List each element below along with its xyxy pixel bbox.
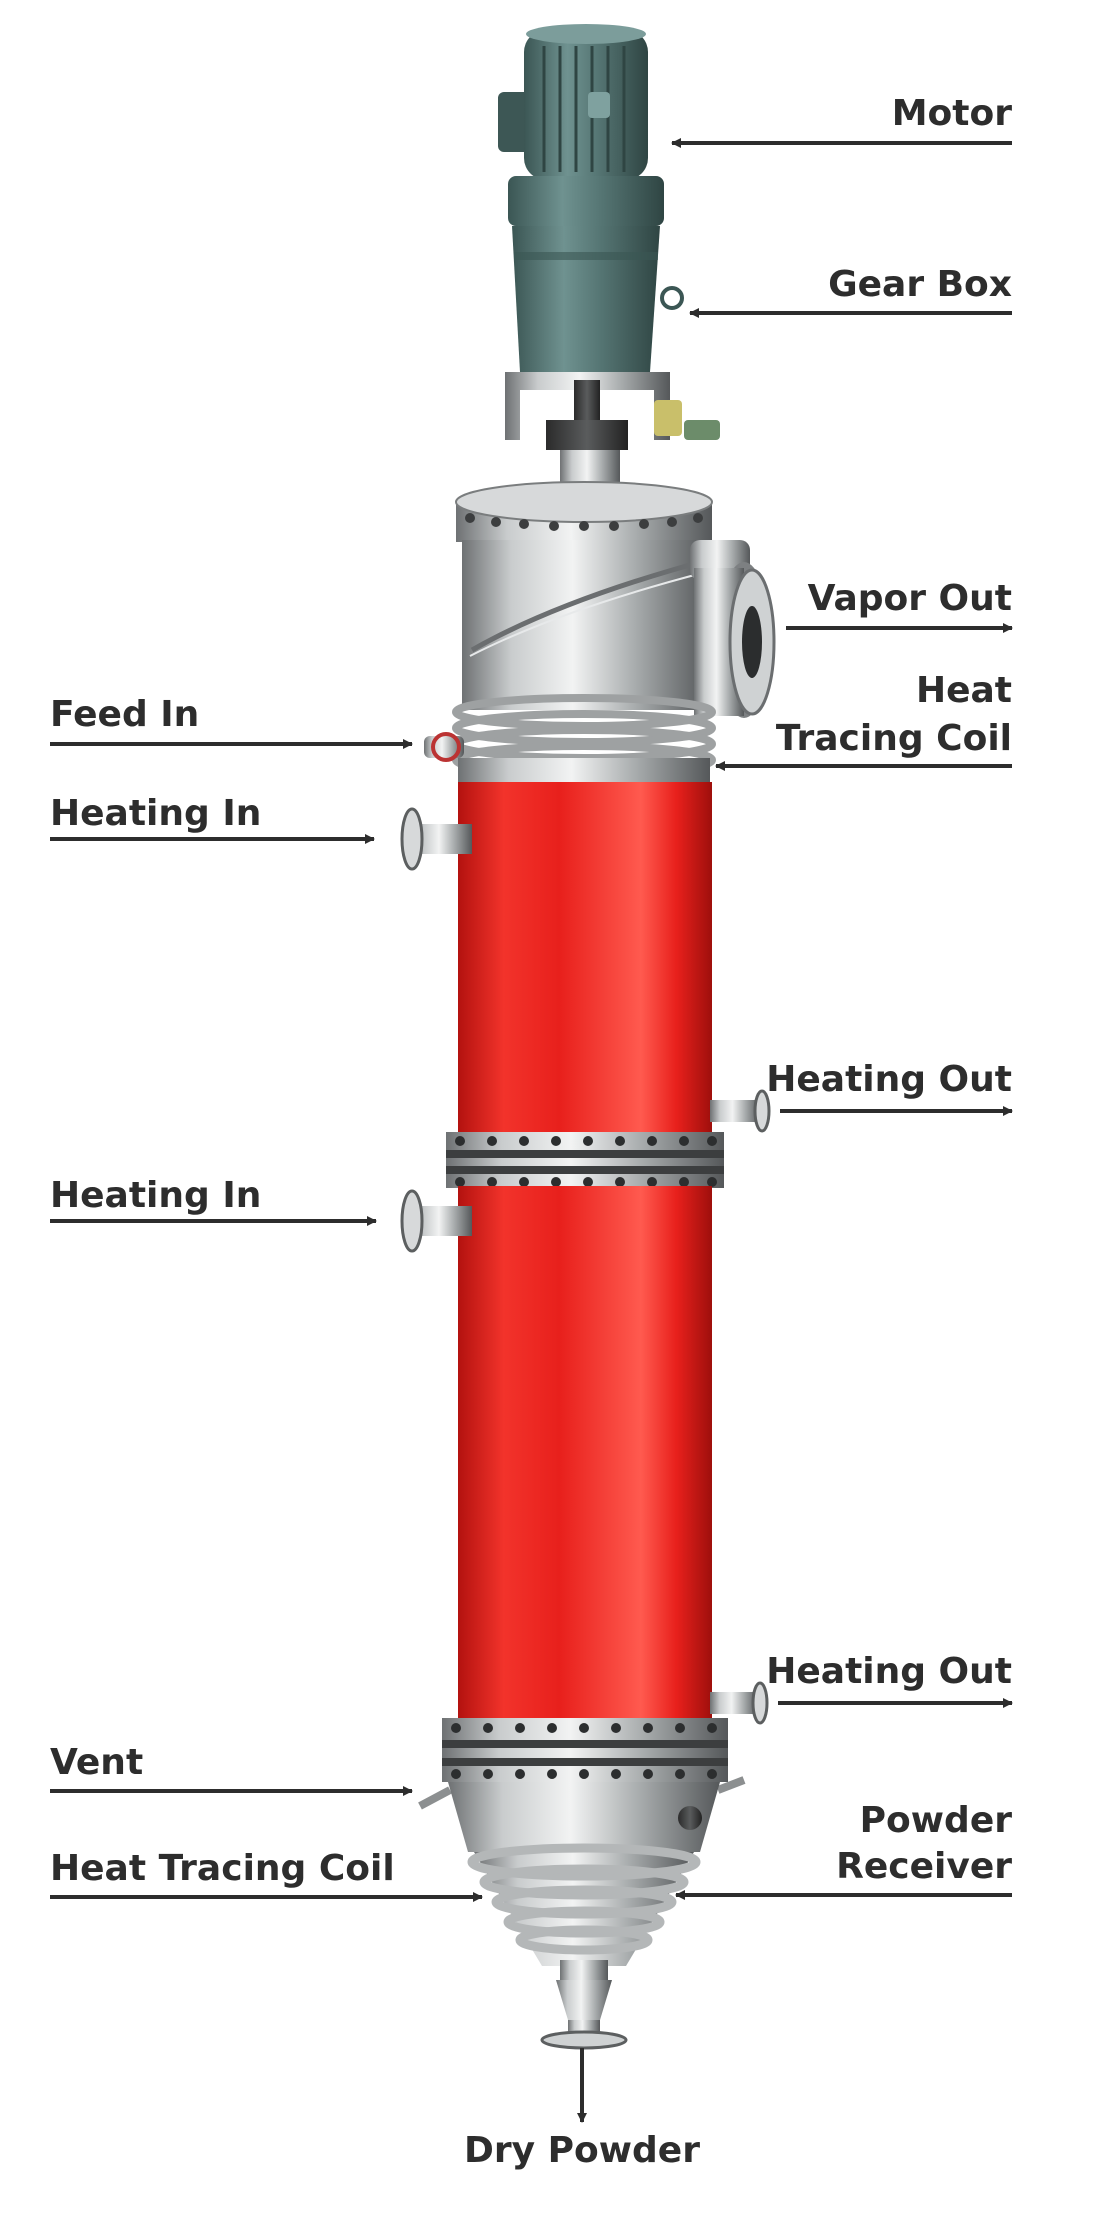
vapor-out-nozzle-illustration [690, 540, 776, 718]
label-heating-out-upper: Heating Out [766, 1059, 1012, 1100]
feed-in-nozzle-illustration [424, 732, 464, 762]
label-heat-tracing-coil-top-line2: Tracing Coil [776, 718, 1012, 759]
label-heat-tracing-coil-bottom: Heat Tracing Coil [50, 1848, 395, 1889]
upper-jacket-illustration [458, 782, 712, 1142]
vent-nozzle-illustration [418, 1776, 746, 1810]
heating-in-upper-nozzle-illustration [400, 807, 472, 871]
label-heating-in-upper: Heating In [50, 793, 261, 834]
motor-illustration [498, 24, 648, 180]
middle-flange-illustration [446, 1132, 724, 1188]
heating-in-lower-nozzle-illustration [400, 1189, 472, 1253]
coupling-illustration [505, 372, 720, 498]
upper-vessel-illustration [462, 540, 709, 710]
bottom-flange-illustration [442, 1718, 728, 1782]
label-heating-in-lower: Heating In [50, 1175, 261, 1216]
top-flange-illustration [455, 481, 713, 542]
label-vapor-out: Vapor Out [808, 578, 1012, 619]
label-vent: Vent [50, 1742, 143, 1783]
upper-band-illustration [458, 758, 710, 784]
discharge-outlet-illustration [540, 1960, 628, 2050]
label-motor: Motor [892, 93, 1012, 134]
leader-lines [50, 138, 1013, 2123]
heating-out-lower-nozzle-illustration [710, 1681, 769, 1725]
lower-jacket-illustration [458, 1186, 712, 1724]
label-heat-tracing-coil-top-line1: Heat [916, 670, 1012, 711]
label-heating-out-lower: Heating Out [766, 1651, 1012, 1692]
label-powder-receiver-line2: Receiver [836, 1846, 1012, 1887]
label-powder-receiver-line1: Powder [860, 1800, 1013, 1841]
label-dry-powder: Dry Powder [464, 2130, 700, 2171]
gear-box-illustration [508, 176, 684, 372]
heating-out-upper-nozzle-illustration [710, 1089, 771, 1133]
dryer-illustration [400, 24, 776, 2050]
lower-heat-tracing-coil-illustration [467, 1843, 701, 1955]
labels: Motor Gear Box Vapor Out Heat Tracing Co… [50, 93, 1012, 2171]
label-gear-box: Gear Box [828, 264, 1012, 305]
label-feed-in: Feed In [50, 694, 199, 735]
